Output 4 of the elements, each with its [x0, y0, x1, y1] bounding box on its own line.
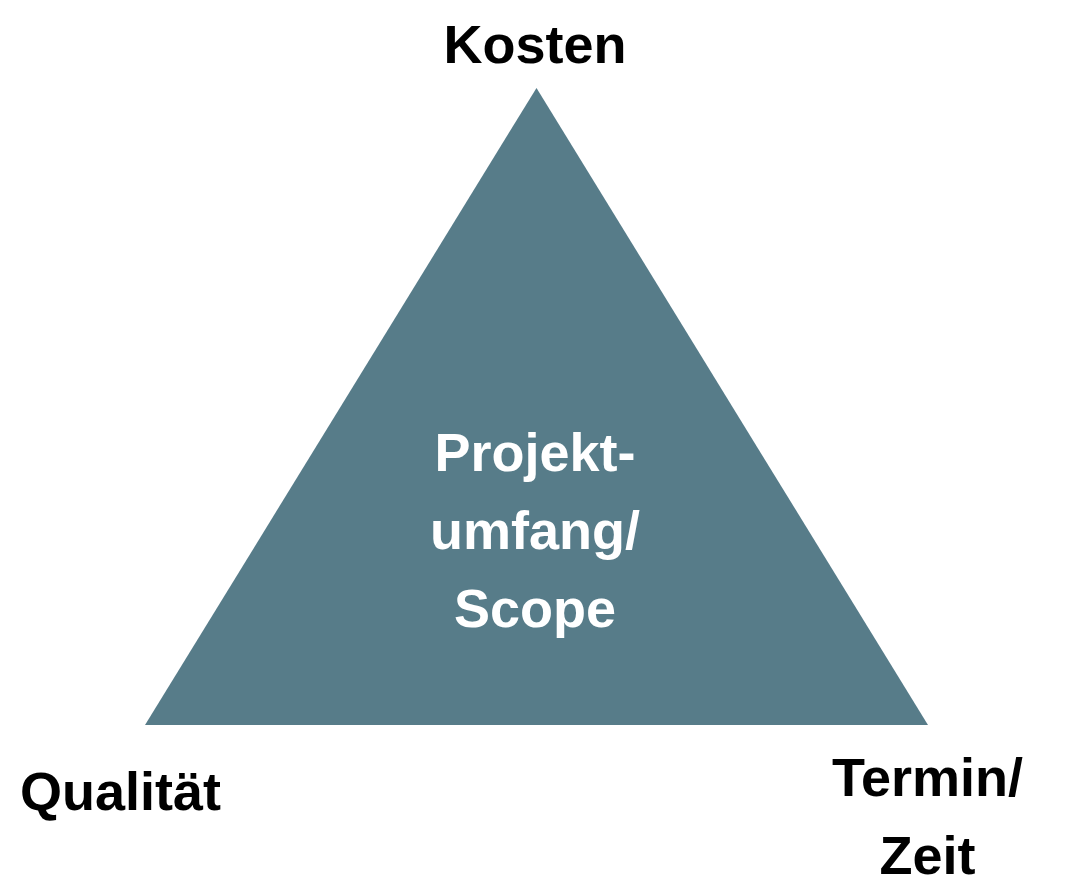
corner-label: Kosten [442, 13, 628, 76]
corner-label: Termin/ Zeit [831, 746, 1024, 877]
center-label: Projekt- umfang/ Scope [429, 421, 641, 640]
corner-label: Qualität [20, 760, 223, 823]
